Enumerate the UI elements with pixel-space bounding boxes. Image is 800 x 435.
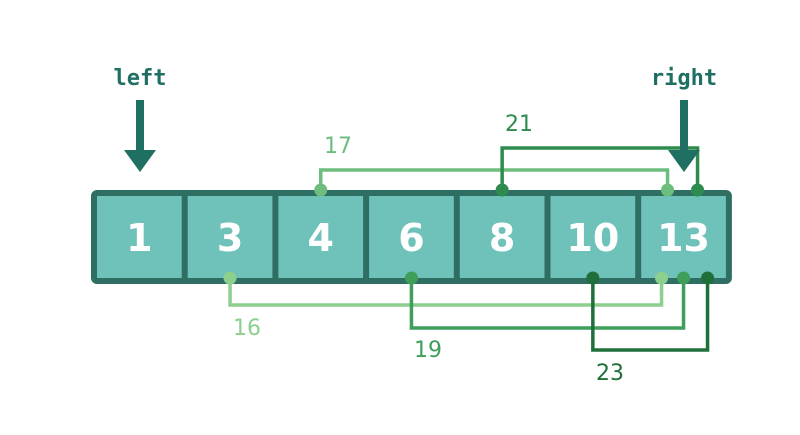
endpoint-dot [691, 183, 705, 197]
pair-link-23: 23 [591, 278, 710, 386]
array-cell: 6 [369, 196, 454, 278]
array-cell: 4 [278, 196, 364, 278]
pair-sum-label: 19 [414, 338, 442, 363]
cell-value: 6 [398, 216, 424, 260]
cell-value: 13 [657, 216, 710, 260]
pair-link-line [228, 278, 664, 307]
pair-link-line [591, 278, 710, 352]
pair-sum-label: 23 [596, 361, 624, 386]
array-cell: 1 [97, 196, 182, 278]
array-cell: 8 [459, 196, 545, 278]
pair-sum-label: 21 [505, 112, 533, 137]
cell-box [187, 196, 273, 278]
cell-box [369, 196, 454, 278]
right-pointer-label: right [651, 66, 717, 91]
cell-box [641, 196, 726, 278]
cell-box [278, 196, 364, 278]
pair-sum-label: 17 [324, 134, 352, 159]
pair-link-line [319, 168, 670, 190]
array-cell: 3 [187, 196, 273, 278]
array-cell: 13 [641, 196, 726, 278]
left-pointer-label: left [114, 66, 167, 91]
cell-box [459, 196, 545, 278]
array-cell: 10 [550, 196, 636, 278]
endpoint-dot [404, 271, 418, 285]
cell-value: 4 [308, 216, 334, 260]
left-pointer: left [114, 66, 167, 172]
endpoint-dot [701, 271, 715, 285]
cell-box [550, 196, 636, 278]
endpoint-dot [314, 183, 328, 197]
cell-value: 10 [566, 216, 619, 260]
endpoint-dot [677, 271, 691, 285]
endpoint-dot [495, 183, 509, 197]
left-pointer-arrow-icon [124, 100, 156, 172]
pair-link-21: 21 [500, 112, 700, 190]
cell-box [97, 196, 182, 278]
right-pointer: right [651, 66, 717, 172]
endpoint-dot [661, 183, 675, 197]
pair-link-19: 19 [409, 278, 686, 363]
pair-link-17: 17 [319, 134, 670, 190]
endpoint-dot [655, 271, 669, 285]
endpoint-dot [586, 271, 600, 285]
endpoint-dot [223, 271, 237, 285]
pair-link-16: 16 [228, 278, 664, 341]
pair-sum-label: 16 [233, 316, 261, 341]
cell-value: 8 [489, 216, 515, 260]
pair-links: 17 21 16 19 23 [228, 112, 710, 386]
cell-value: 3 [217, 216, 243, 260]
right-pointer-arrow-icon [668, 100, 700, 172]
pair-link-line [409, 278, 686, 330]
pair-link-line [500, 146, 700, 190]
link-endpoints [223, 183, 715, 285]
cell-value: 1 [126, 216, 152, 260]
